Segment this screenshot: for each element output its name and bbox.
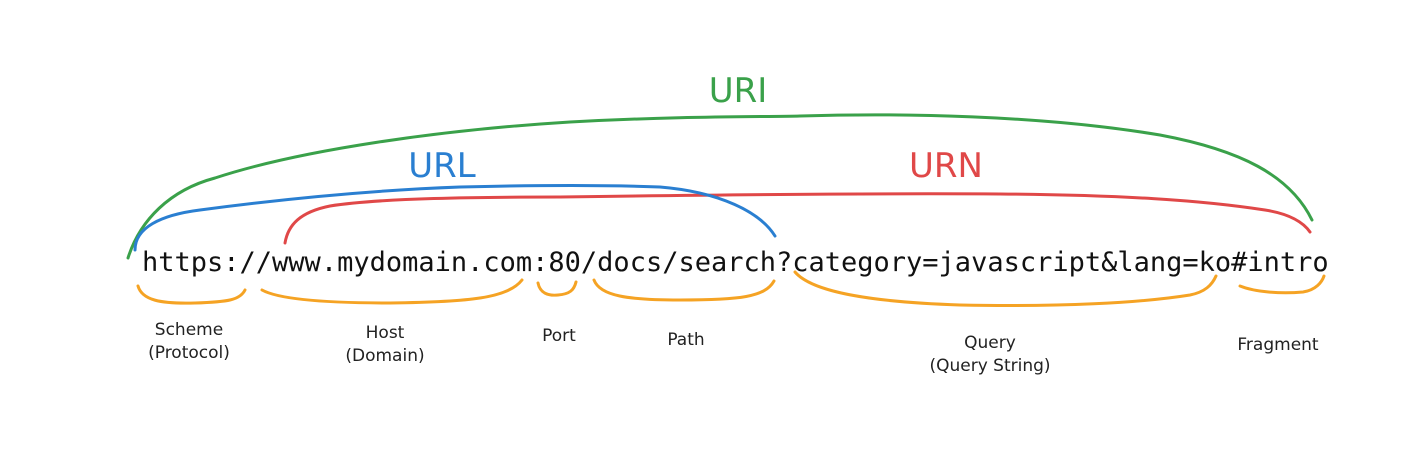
scheme-underbrace: [136, 284, 247, 305]
query-label: Query(Query String): [929, 333, 1050, 376]
url-segment-query: ?category=javascript&lang=ko: [776, 247, 1231, 278]
fragment-label: Fragment: [1237, 335, 1319, 355]
port-label: Port: [542, 326, 576, 346]
uri-brace: [126, 113, 1314, 260]
host-label: Host(Domain): [345, 323, 424, 366]
url-string: https://www.mydomain.com:80/docs/search?…: [142, 247, 1329, 278]
url-segment-scheme: https://: [142, 247, 272, 278]
url-segment-host: www.mydomain.com: [272, 247, 532, 278]
urn-brace: [283, 192, 1312, 245]
url-brace: [133, 184, 777, 252]
fragment-underbrace: [1238, 274, 1326, 295]
urn-title: URN: [909, 146, 983, 186]
scheme-label: Scheme(Protocol): [148, 320, 230, 363]
uri-title: URI: [709, 71, 768, 111]
url-title: URL: [408, 146, 476, 186]
path-label: Path: [667, 330, 704, 350]
url-segment-port: :80: [532, 247, 581, 278]
host-underbrace: [260, 278, 524, 305]
path-underbrace: [592, 278, 776, 302]
url-segment-fragment: #intro: [1231, 247, 1329, 278]
url-segment-path: /docs/search: [581, 247, 776, 278]
query-underbrace: [793, 270, 1218, 308]
port-underbrace: [536, 280, 578, 297]
